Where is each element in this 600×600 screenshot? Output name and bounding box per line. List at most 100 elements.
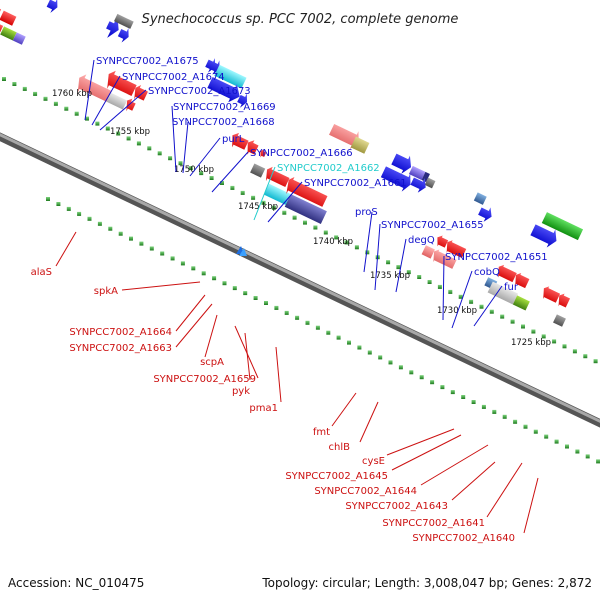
gene-box[interactable] xyxy=(12,32,26,45)
gene-label[interactable]: SYNPCC7002_A1651 xyxy=(445,252,548,263)
gene-label[interactable]: fur xyxy=(504,282,519,293)
track-dot xyxy=(510,319,515,324)
track-dot xyxy=(33,91,38,96)
track-dot xyxy=(74,111,79,116)
gene-label[interactable]: SYNPCC7002_A1644 xyxy=(314,486,417,497)
track-dot xyxy=(160,251,165,256)
gene-label[interactable]: spkA xyxy=(94,286,118,297)
gene-box[interactable] xyxy=(473,192,487,205)
track-dot xyxy=(492,409,497,414)
gene-label[interactable]: SYNPCC7002_A1675 xyxy=(96,56,199,67)
gene-box[interactable] xyxy=(214,64,247,89)
gene-label[interactable]: SYNPCC7002_A1661 xyxy=(304,178,407,189)
gene-label[interactable]: fmt xyxy=(313,427,330,438)
gene-label[interactable]: SYNPCC7002_A1673 xyxy=(148,86,251,97)
gene-arrow[interactable] xyxy=(443,239,467,260)
gene-arrow[interactable] xyxy=(228,131,250,153)
gene-label[interactable]: scpA xyxy=(200,357,224,368)
gene-label[interactable]: SYNPCC7002_A1666 xyxy=(250,148,353,159)
gene-arrow[interactable] xyxy=(258,148,267,159)
gene-label[interactable]: SYNPCC7002_A1669 xyxy=(173,102,276,113)
track-dot xyxy=(222,281,227,286)
gene-arrow[interactable] xyxy=(0,10,17,26)
gene-label[interactable]: SYNPCC7002_A1643 xyxy=(345,501,448,512)
track-dot xyxy=(562,344,567,349)
gene-arrow[interactable] xyxy=(327,120,363,151)
track-dot xyxy=(136,141,141,146)
gene-arrow[interactable] xyxy=(390,150,416,176)
gene-label[interactable]: cysE xyxy=(362,456,385,467)
gene-box[interactable] xyxy=(553,314,566,327)
track-dot xyxy=(87,216,92,221)
gene-label[interactable]: SYNPCC7002_A1663 xyxy=(69,343,172,354)
gene-box[interactable] xyxy=(0,26,17,41)
track-dot xyxy=(253,296,258,300)
gene-label[interactable]: SYNPCC7002_A1645 xyxy=(285,471,388,482)
gene-box[interactable] xyxy=(421,245,435,259)
gene-label[interactable]: chlB xyxy=(329,442,351,453)
gene-label[interactable]: SYNPCC7002_A1662 xyxy=(277,163,380,174)
track-dot xyxy=(180,261,185,266)
gene-label[interactable]: purL xyxy=(222,134,245,145)
gene-box[interactable] xyxy=(421,171,430,183)
gene-box[interactable] xyxy=(408,165,426,181)
gene-arrow[interactable] xyxy=(555,292,571,309)
gene-arrow[interactable] xyxy=(45,0,61,15)
gene-arrow[interactable] xyxy=(512,271,531,290)
gene-label[interactable]: SYNPCC7002_A1664 xyxy=(69,327,172,338)
track-dot xyxy=(77,211,82,216)
gene-box[interactable] xyxy=(250,163,266,178)
gene-arrow[interactable] xyxy=(73,72,113,105)
gene-arrow[interactable] xyxy=(379,163,415,194)
gene-arrow[interactable] xyxy=(476,204,495,224)
label-leader-line xyxy=(175,294,206,332)
gene-label[interactable]: alaS xyxy=(31,267,52,278)
gene-arrow[interactable] xyxy=(123,97,137,114)
gene-arrow[interactable] xyxy=(434,234,449,250)
gene-label[interactable]: pma1 xyxy=(249,403,278,414)
gene-arrow[interactable] xyxy=(235,91,250,109)
gene-arrow[interactable] xyxy=(430,248,458,271)
gene-arrow[interactable] xyxy=(116,25,132,44)
gene-arrow[interactable] xyxy=(529,221,561,250)
track-dot xyxy=(593,359,598,364)
gene-box[interactable] xyxy=(424,177,436,189)
track-dot xyxy=(336,335,341,340)
track-dot xyxy=(139,241,144,246)
track-dot xyxy=(513,419,518,424)
gene-box[interactable] xyxy=(114,13,134,29)
gene-label[interactable]: cobQ xyxy=(474,267,500,278)
gene-label[interactable]: degQ xyxy=(408,235,435,246)
gene-box[interactable] xyxy=(487,281,519,305)
gene-arrow[interactable] xyxy=(206,73,244,105)
gene-arrow[interactable] xyxy=(262,165,291,190)
gene-box[interactable] xyxy=(350,136,370,154)
position-marker-icon xyxy=(239,248,247,256)
label-leader-line xyxy=(99,89,147,131)
gene-label[interactable]: SYNPCC7002_A1655 xyxy=(381,220,484,231)
gene-label[interactable]: SYNPCC7002_A1659 xyxy=(153,374,256,385)
gene-arrow[interactable] xyxy=(409,174,429,195)
gene-arrow[interactable] xyxy=(103,69,139,100)
gene-arrow[interactable] xyxy=(494,263,517,284)
track-dot xyxy=(147,146,152,151)
gene-label[interactable]: pyk xyxy=(232,386,250,397)
gene-arrow[interactable] xyxy=(0,5,2,19)
gene-label[interactable]: SYNPCC7002_A1674 xyxy=(122,72,225,83)
gene-arrow[interactable] xyxy=(540,285,561,305)
track-dot xyxy=(357,345,362,350)
label-leader-line xyxy=(182,121,189,174)
gene-box[interactable] xyxy=(541,212,584,241)
gene-label[interactable]: SYNPCC7002_A1668 xyxy=(172,117,275,128)
gene-box[interactable] xyxy=(284,194,327,224)
gene-box[interactable] xyxy=(263,183,291,205)
track-dot xyxy=(170,256,175,261)
gene-label[interactable]: proS xyxy=(355,207,378,218)
gene-box[interactable] xyxy=(512,295,530,311)
gene-label[interactable]: SYNPCC7002_A1641 xyxy=(382,518,485,529)
gene-arrow[interactable] xyxy=(243,138,260,157)
gene-box[interactable] xyxy=(106,92,128,110)
gene-label[interactable]: SYNPCC7002_A1640 xyxy=(412,533,515,544)
gene-arrow[interactable] xyxy=(283,175,329,210)
